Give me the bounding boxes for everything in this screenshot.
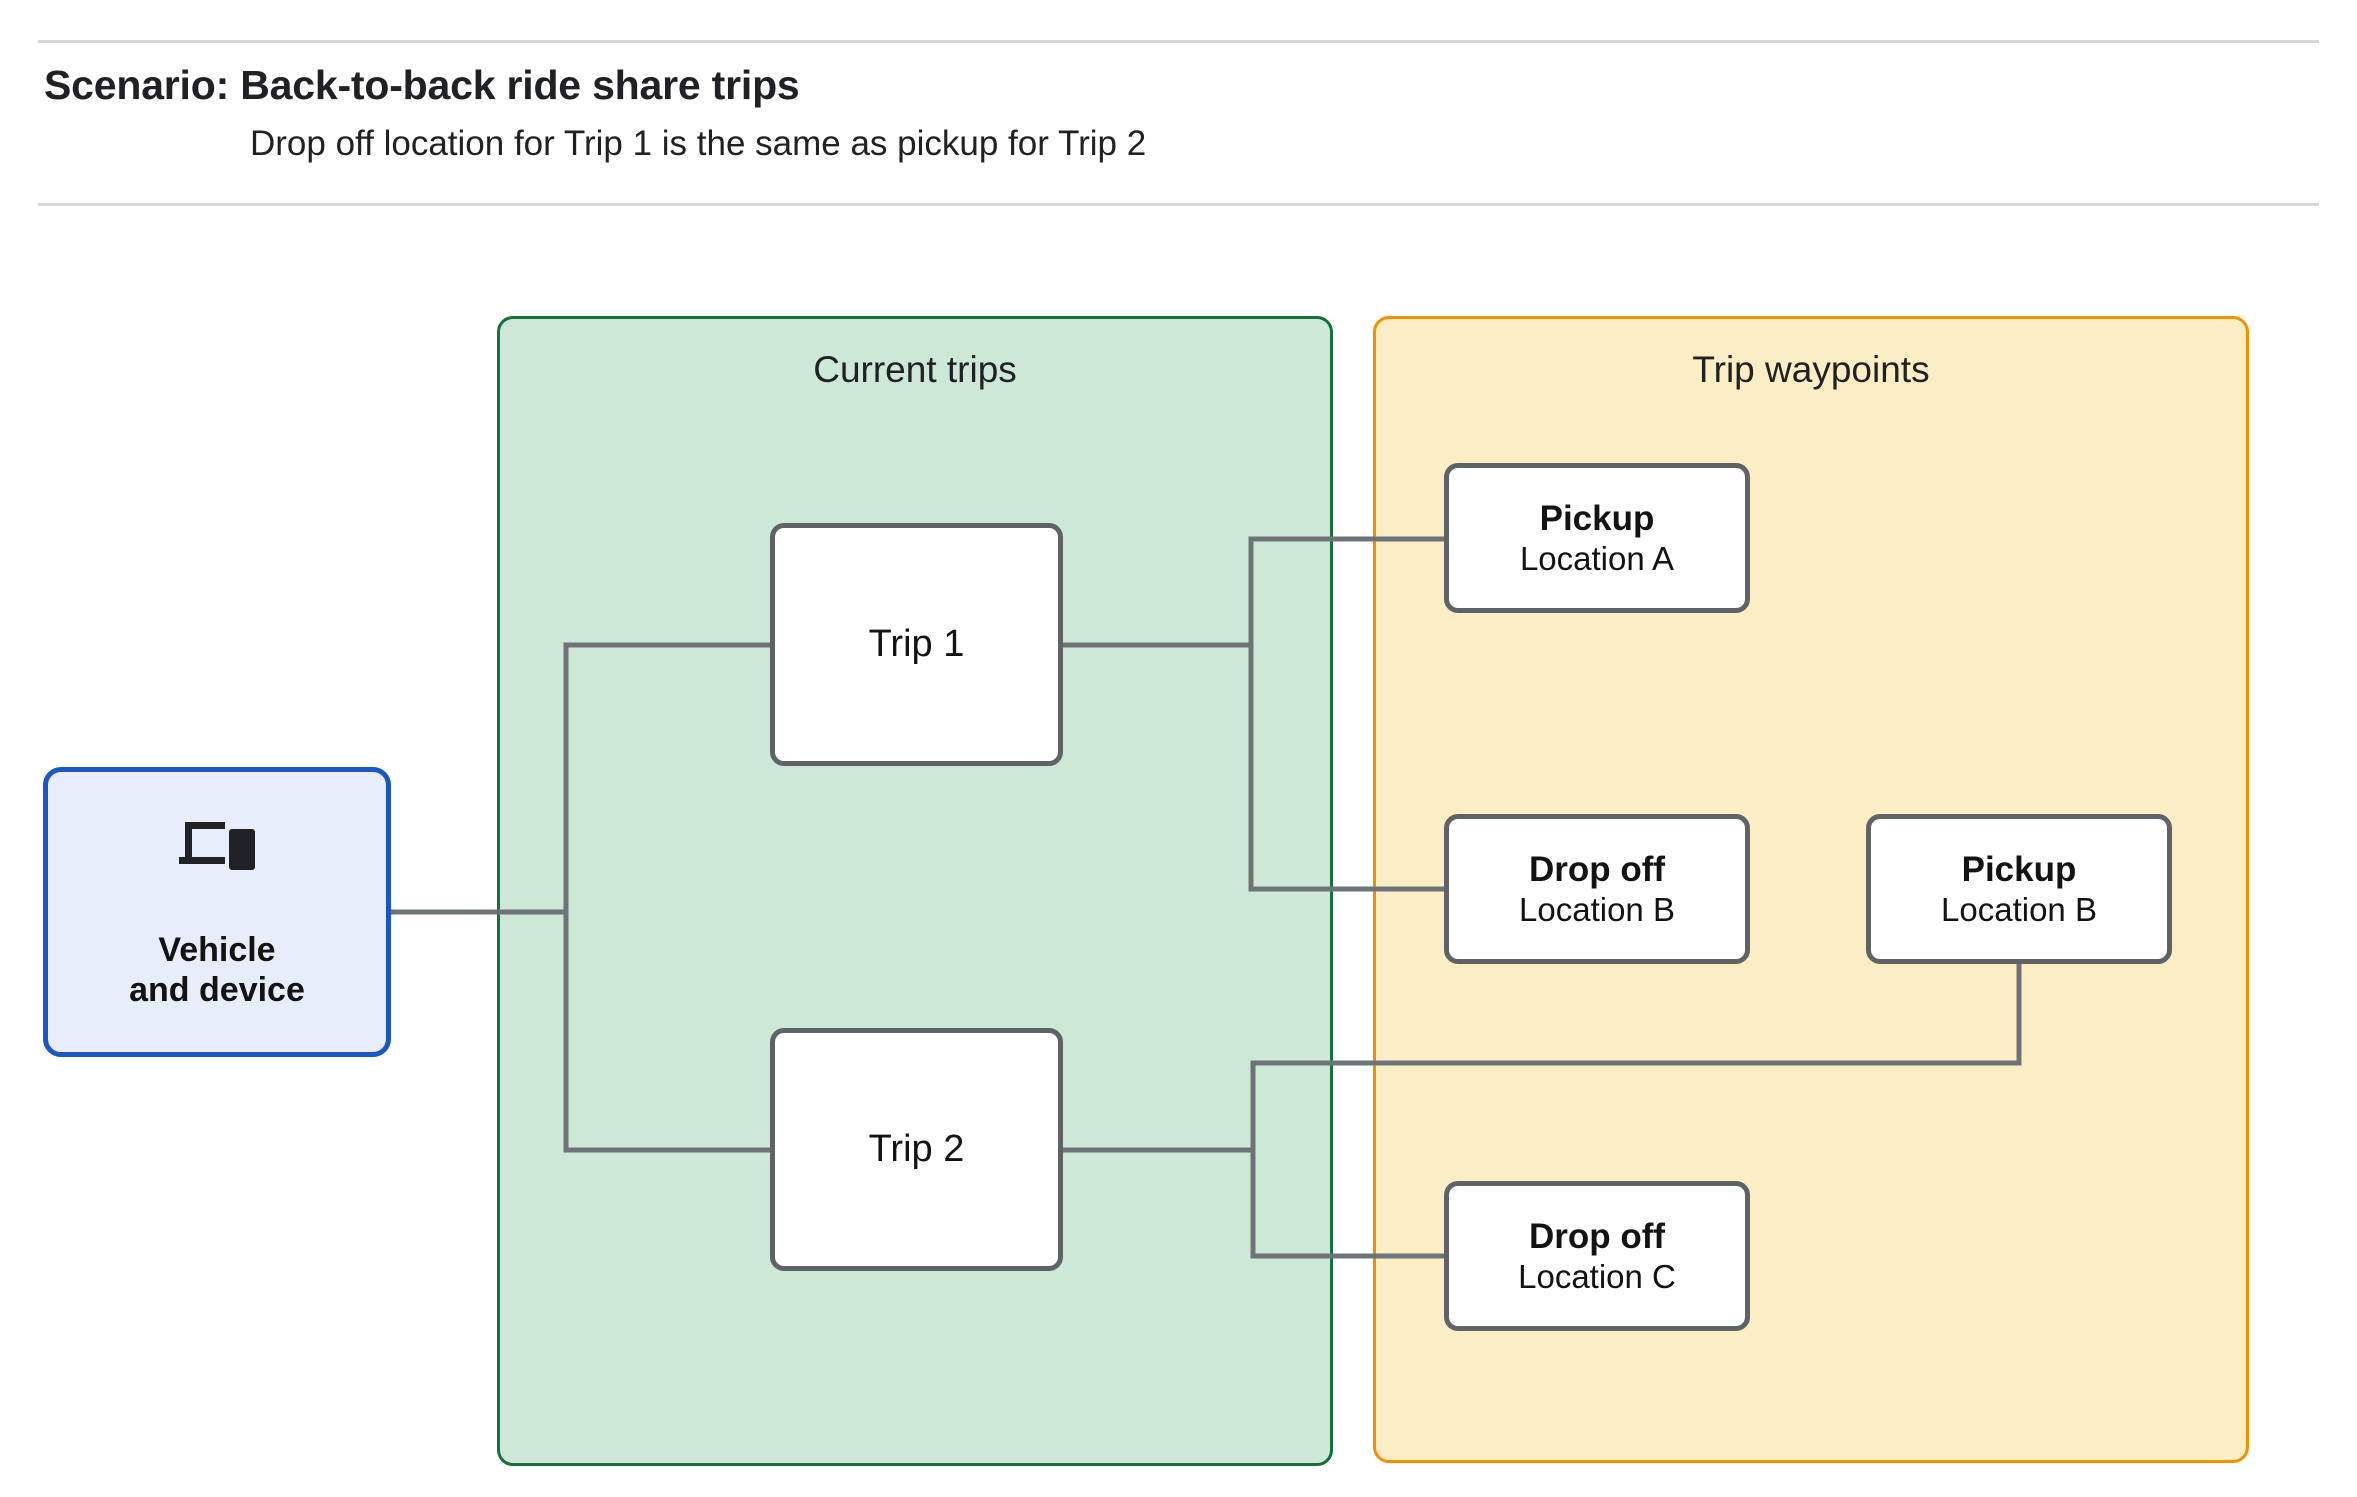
header-bottom-divider (38, 203, 2319, 206)
page-subtitle: Drop off location for Trip 1 is the same… (250, 124, 1147, 163)
node-waypoint-dropoff-c[interactable]: Drop off Location C (1444, 1181, 1750, 1331)
group-current-trips: Current trips (497, 316, 1333, 1466)
node-pickup-b-location: Location B (1941, 890, 2097, 928)
node-waypoint-dropoff-b[interactable]: Drop off Location B (1444, 814, 1750, 964)
devices-icon (179, 822, 255, 870)
group-current-trips-title: Current trips (813, 349, 1017, 390)
node-waypoint-pickup-a[interactable]: Pickup Location A (1444, 463, 1750, 613)
node-dropoff-b-location: Location B (1519, 890, 1675, 928)
header-top-divider (38, 40, 2319, 43)
node-vehicle-and-device[interactable]: Vehicle and device (43, 767, 391, 1057)
page-title: Scenario: Back-to-back ride share trips (44, 62, 800, 108)
node-dropoff-b-title: Drop off (1528, 849, 1666, 889)
node-pickup-a-title: Pickup (1539, 498, 1655, 538)
node-trip-1-label: Trip 1 (868, 623, 965, 666)
group-trip-waypoints-title: Trip waypoints (1692, 349, 1930, 390)
node-pickup-a-location: Location A (1519, 539, 1675, 577)
node-dropoff-c-location: Location C (1518, 1257, 1676, 1295)
node-vehicle-label-line1: Vehicle (158, 931, 276, 969)
node-waypoint-pickup-b[interactable]: Pickup Location B (1866, 814, 2172, 964)
node-vehicle-label-line2: and device (129, 971, 305, 1010)
node-trip-2-label: Trip 2 (868, 1128, 965, 1171)
node-trip-1[interactable]: Trip 1 (770, 523, 1063, 766)
node-trip-2[interactable]: Trip 2 (770, 1028, 1063, 1271)
node-dropoff-c-title: Drop off (1528, 1216, 1666, 1256)
node-pickup-b-title: Pickup (1961, 849, 2077, 889)
